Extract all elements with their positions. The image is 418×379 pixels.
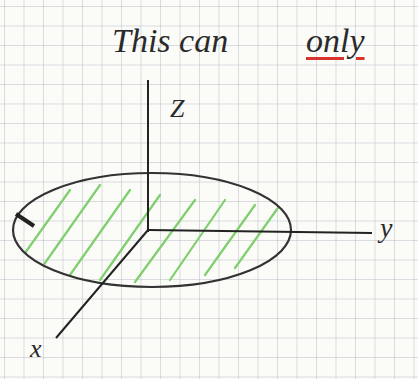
axis-label: y — [380, 214, 392, 242]
disk-edge-mark — [16, 214, 34, 226]
y-axis — [148, 230, 372, 233]
axis-label: Z — [170, 96, 184, 122]
z-axis — [147, 80, 149, 232]
green-hatching — [20, 185, 280, 282]
underlined-note: only — [306, 24, 365, 58]
x-axis — [56, 230, 148, 338]
handwritten-note: This can — [112, 24, 228, 58]
axis-label: x — [30, 336, 42, 362]
